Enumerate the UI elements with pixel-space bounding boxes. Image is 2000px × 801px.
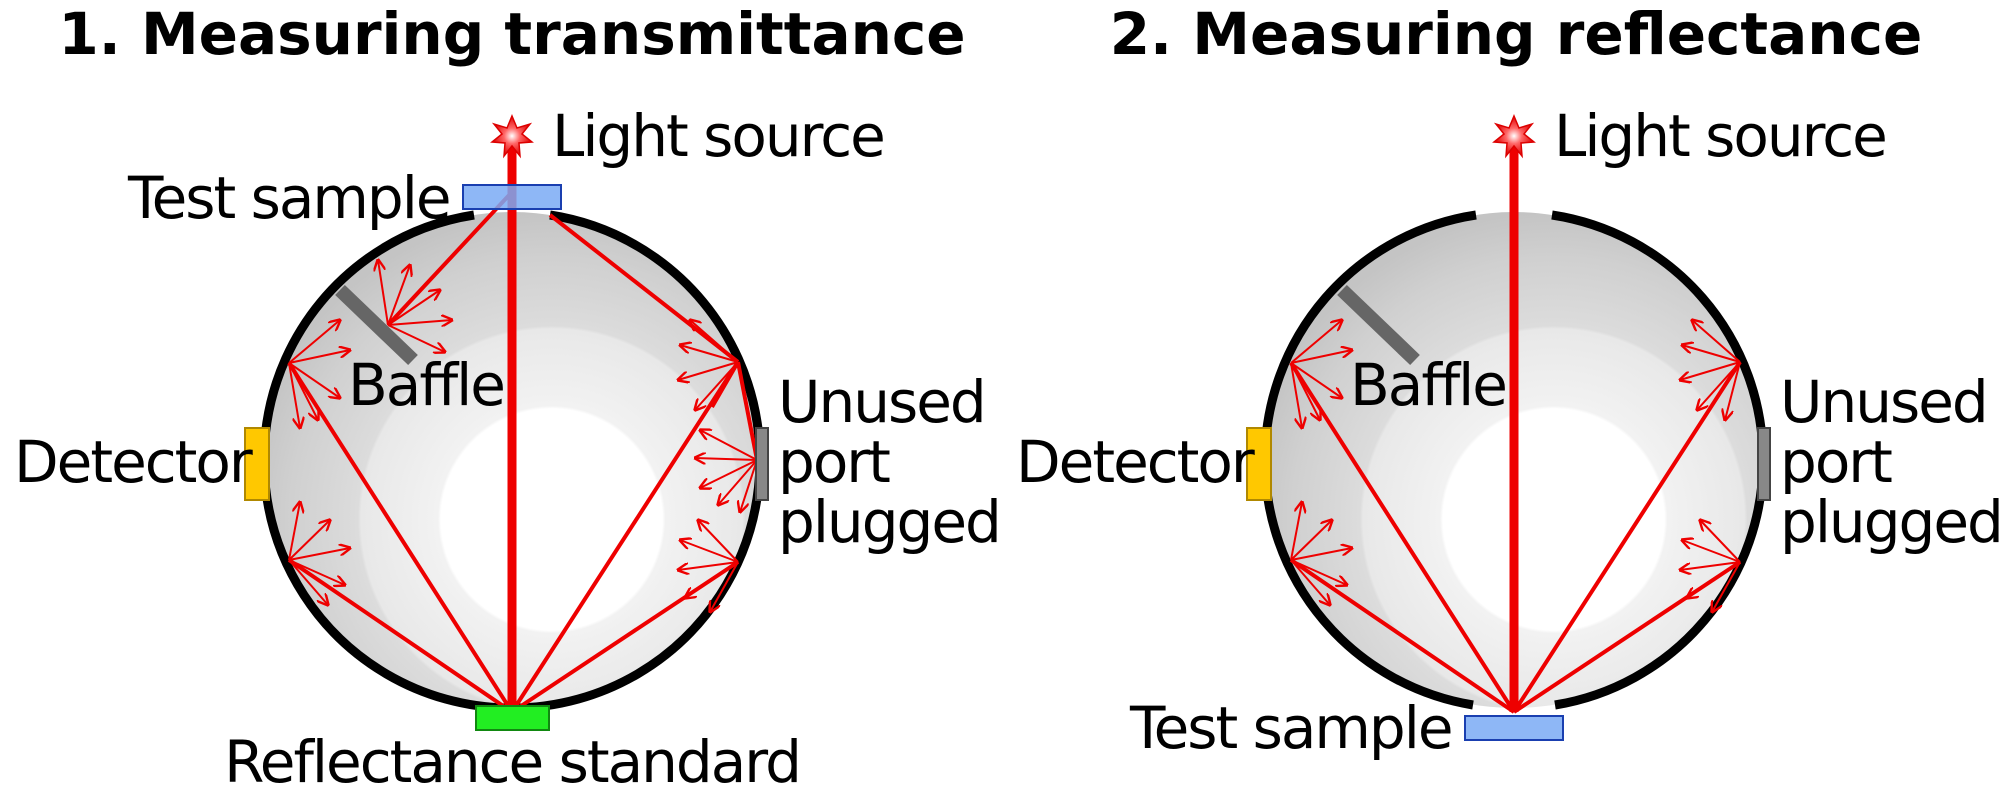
detector-label: Detector (14, 428, 253, 496)
ray-to-left-lower (287, 558, 514, 714)
light-source-star-icon (490, 114, 534, 159)
plugged-port (1757, 427, 1771, 501)
diffuse-scatter-arrows (1290, 320, 1741, 612)
light-rays (287, 137, 759, 714)
light-source-label: Light source (552, 102, 884, 170)
test-sample (1464, 715, 1564, 741)
ray-to-baffle (386, 190, 514, 327)
test-sample-label: Test sample (1129, 694, 1452, 762)
ray-to-left-upper (1289, 361, 1516, 714)
baffle-label: Baffle (348, 351, 504, 419)
baffle (335, 284, 418, 366)
ray-to-right-upper (510, 360, 740, 714)
panel-title: 1. Measuring transmittance (58, 0, 965, 68)
ray-to-left-upper (287, 361, 514, 714)
panel-transmittance: 1. Measuring transmittance (14, 0, 1002, 796)
ray-to-port (736, 361, 759, 461)
detector-label: Detector (1016, 428, 1255, 496)
test-sample (462, 184, 562, 210)
baffle-label: Baffle (1350, 351, 1506, 419)
ray-diffuse (710, 360, 740, 409)
unused-port-label-line2: port (778, 428, 890, 496)
detector-port (244, 427, 270, 501)
plugged-port (755, 427, 769, 501)
ray-to-left-lower (1289, 558, 1516, 714)
unused-port-label-line2: port (1780, 428, 1892, 496)
unused-port-label-line1: Unused (778, 368, 985, 436)
baffle (1337, 284, 1420, 366)
reflectance-standard-label: Reflectance standard (224, 728, 800, 796)
panel-title: 2. Measuring reflectance (1110, 0, 1923, 68)
unused-port-label-line3: plugged (778, 488, 1000, 556)
unused-port-label-line3: plugged (1780, 488, 2000, 556)
unused-port-label-line1: Unused (1780, 368, 1987, 436)
panel-reflectance: 2. Measuring reflectance (1016, 0, 2000, 762)
reflectance-standard (475, 705, 550, 731)
light-source-star-icon (1492, 114, 1536, 159)
light-source-label: Light source (1554, 102, 1886, 170)
detector-port (1246, 427, 1272, 501)
ray-right-top (548, 213, 740, 364)
ray-to-right-upper (1512, 360, 1742, 714)
diffuse-scatter-arrows (288, 260, 758, 612)
test-sample-label: Test sample (127, 164, 450, 232)
